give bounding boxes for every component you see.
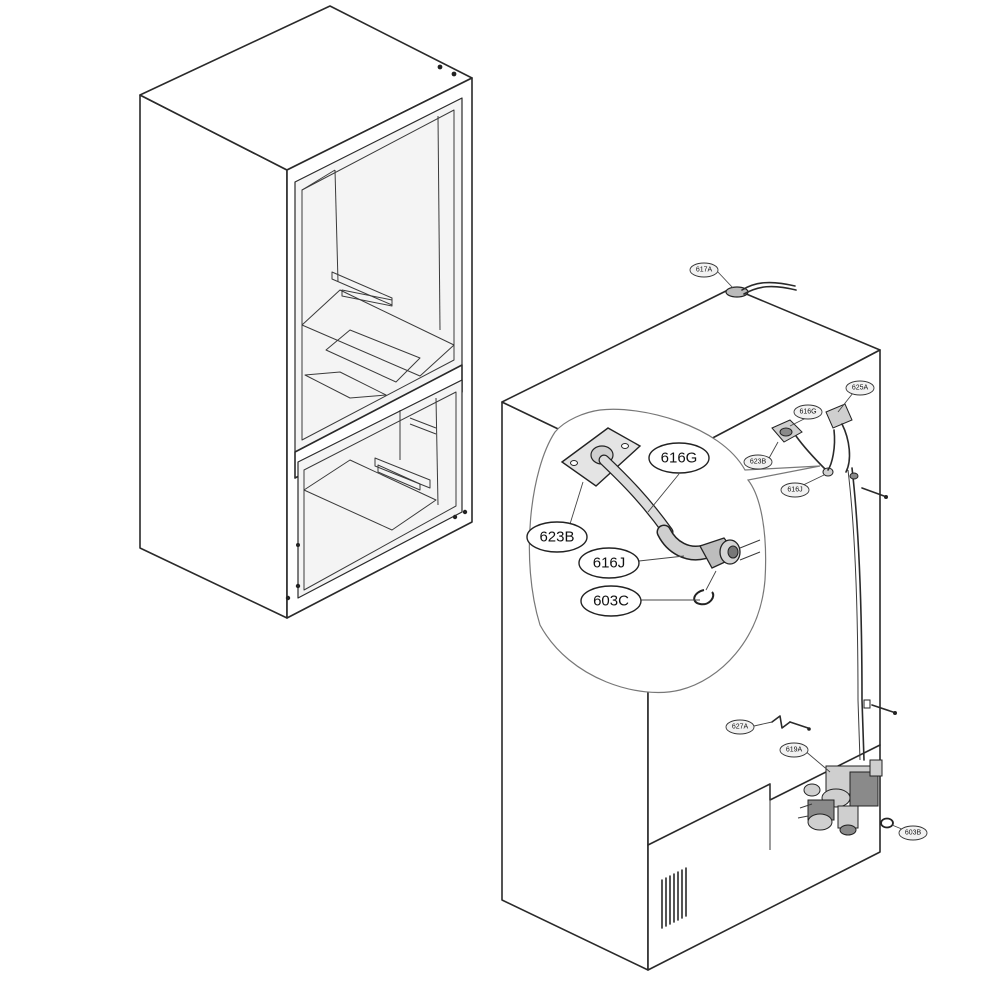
callout-603C-text: 603C (593, 593, 629, 610)
screw-hole (437, 64, 443, 70)
callout-619A: 619A (779, 742, 809, 758)
callout-616J-main: 616J (780, 482, 810, 498)
cabinet-left-side (139, 94, 288, 619)
callout-617A-text: 617A (696, 267, 713, 274)
callout-616G-text: 616G (661, 450, 698, 467)
callout-616J-main-text: 616J (787, 487, 802, 494)
callout-603C: 603C (580, 585, 642, 617)
callout-625A: 625A (845, 380, 875, 396)
callout-616J: 616J (578, 547, 640, 579)
callout-616G: 616G (648, 442, 710, 474)
callout-623B-text: 623B (539, 529, 574, 546)
fill-tube-assembly (771, 403, 859, 480)
leader-lines (569, 270, 910, 833)
callout-627A: 627A (725, 719, 755, 735)
detail-magnifier (528, 408, 821, 694)
refrigerator-cabinet-front (139, 5, 473, 619)
callout-623B: 623B (526, 521, 588, 553)
callout-623B-main: 623B (743, 454, 773, 470)
callout-603B: 603B (898, 825, 928, 841)
callout-616J-text: 616J (593, 555, 626, 572)
callout-625A-text: 625A (852, 385, 869, 392)
clip-part (771, 715, 811, 731)
callout-619A-text: 619A (786, 747, 803, 754)
water-valve-assembly (797, 759, 883, 836)
callout-603B-text: 603B (905, 830, 922, 837)
callout-627A-text: 627A (732, 724, 749, 731)
screw-hole (451, 71, 457, 77)
washer-part (880, 817, 894, 829)
callout-616G-main-text: 616G (799, 409, 816, 416)
vent-grille (661, 867, 687, 929)
callout-623B-main-text: 623B (750, 459, 767, 466)
callout-617A: 617A (689, 262, 719, 278)
freezer-compartment (297, 379, 463, 599)
callout-616G-main: 616G (793, 404, 823, 420)
